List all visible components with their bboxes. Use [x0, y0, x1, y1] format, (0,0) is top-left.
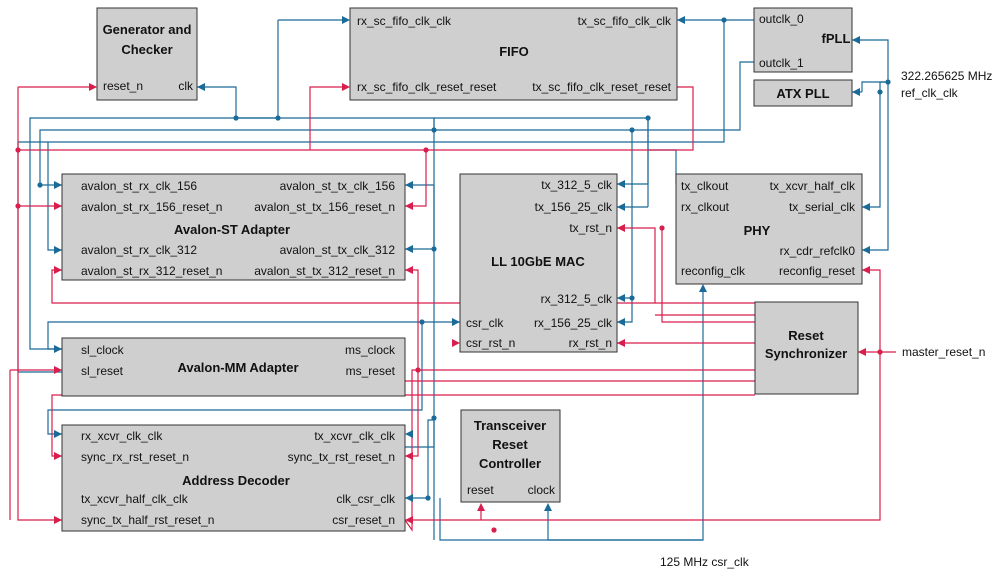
port-avalon-st-rx-312-reset-n: avalon_st_rx_312_reset_n: [81, 264, 222, 278]
port-avalon-st-tx-clk-156: avalon_st_tx_clk_156: [280, 179, 396, 193]
port-outclk-0: outclk_0: [759, 12, 804, 26]
port-csr-clk: csr_clk: [466, 316, 504, 330]
fifo-title: FIFO: [499, 44, 529, 59]
port-csr-rst-n: csr_rst_n: [466, 336, 515, 350]
fpll-title: fPLL: [822, 31, 851, 46]
port-avalon-st-rx-clk-156: avalon_st_rx_clk_156: [81, 179, 197, 193]
port-avalon-st-rx-clk-312: avalon_st_rx_clk_312: [81, 243, 197, 257]
port-tx-xcvr-half-clk-clk: tx_xcvr_half_clk_clk: [81, 492, 189, 506]
ref-clock-name: ref_clk_clk: [901, 86, 959, 100]
port-clk: clk: [178, 79, 194, 93]
port-tx-clkout: tx_clkout: [681, 179, 729, 193]
port-rx-sc-fifo-clk: rx_sc_fifo_clk_clk: [357, 14, 452, 28]
xcvr-rst-ctrl-title-3: Controller: [479, 456, 541, 471]
port-avalon-st-rx-156-reset-n: avalon_st_rx_156_reset_n: [81, 200, 222, 214]
port-sl-reset: sl_reset: [81, 364, 124, 378]
transceiver-reset-controller-block: Transceiver Reset Controller reset clock: [460, 409, 561, 503]
reset-synchronizer-title-2: Synchronizer: [765, 346, 847, 361]
port-sync-rx-rst-reset-n: sync_rx_rst_reset_n: [81, 450, 189, 464]
csr-clock-label: 125 MHz csr_clk: [660, 555, 750, 569]
address-decoder-block: rx_xcvr_clk_clk tx_xcvr_clk_clk sync_rx_…: [61, 424, 406, 532]
port-tx-sc-fifo-reset: tx_sc_fifo_clk_reset_reset: [532, 80, 671, 94]
clock-arrowheads: [54, 16, 870, 511]
atx-pll-title: ATX PLL: [776, 86, 829, 101]
avalon-mm-adapter-title: Avalon-MM Adapter: [177, 360, 298, 375]
port-avalon-st-tx-312-reset-n: avalon_st_tx_312_reset_n: [254, 264, 395, 278]
port-csr-reset-n: csr_reset_n: [332, 513, 395, 527]
port-tx-xcvr-half-clk: tx_xcvr_half_clk: [770, 179, 856, 193]
master-reset-label: master_reset_n: [902, 345, 985, 359]
xcvr-rst-ctrl-title-1: Transceiver: [474, 418, 546, 433]
port-tx-serial-clk: tx_serial_clk: [789, 200, 856, 214]
port-reset: reset: [467, 483, 494, 497]
port-rx-xcvr-clk-clk: rx_xcvr_clk_clk: [81, 429, 163, 443]
mac-title: LL 10GbE MAC: [491, 254, 585, 269]
port-tx-xcvr-clk-clk: tx_xcvr_clk_clk: [314, 429, 396, 443]
port-clock: clock: [528, 483, 556, 497]
fifo-block: FIFO rx_sc_fifo_clk_clk tx_sc_fifo_clk_c…: [349, 7, 678, 101]
reset-synchronizer-title-1: Reset: [788, 328, 824, 343]
atx-pll-block: ATX PLL: [753, 79, 853, 107]
avalon-st-adapter-block: avalon_st_rx_clk_156 avalon_st_tx_clk_15…: [61, 173, 406, 281]
port-avalon-st-tx-clk-312: avalon_st_tx_clk_312: [280, 243, 396, 257]
port-avalon-st-tx-156-reset-n: avalon_st_tx_156_reset_n: [254, 200, 395, 214]
reset-synchronizer-block: Reset Synchronizer: [754, 301, 859, 395]
generator-checker-title-1: Generator and: [103, 22, 192, 37]
port-ms-clock: ms_clock: [345, 343, 396, 357]
fpll-block: outclk_0 fPLL outclk_1: [753, 7, 853, 73]
port-rx-cdr-refclk0: rx_cdr_refclk0: [780, 244, 856, 258]
port-reset-n: reset_n: [103, 79, 143, 93]
ll-10gbe-mac-block: tx_312_5_clk tx_156_25_clk tx_rst_n LL 1…: [459, 173, 618, 353]
port-ms-reset: ms_reset: [346, 364, 396, 378]
port-rx-312-5-clk: rx_312_5_clk: [541, 292, 613, 306]
port-outclk-1: outclk_1: [759, 56, 804, 70]
port-sync-tx-half-rst-reset-n: sync_tx_half_rst_reset_n: [81, 513, 214, 527]
port-rx-clkout: rx_clkout: [681, 200, 730, 214]
generator-checker-block: Generator and Checker reset_n clk: [96, 7, 198, 101]
avalon-st-adapter-title: Avalon-ST Adapter: [174, 222, 290, 237]
port-tx-rst-n: tx_rst_n: [569, 221, 612, 235]
port-tx-156-25-clk: tx_156_25_clk: [535, 200, 613, 214]
xcvr-rst-ctrl-title-2: Reset: [492, 437, 528, 452]
ref-clock-frequency: 322.265625 MHz: [901, 69, 992, 83]
avalon-mm-adapter-block: sl_clock ms_clock Avalon-MM Adapter sl_r…: [61, 337, 406, 397]
port-sl-clock: sl_clock: [81, 343, 125, 357]
port-rx-156-25-clk: rx_156_25_clk: [534, 316, 613, 330]
port-reconfig-reset: reconfig_reset: [779, 264, 856, 278]
port-sync-tx-rst-reset-n: sync_tx_rst_reset_n: [288, 450, 395, 464]
phy-block: tx_clkout tx_xcvr_half_clk rx_clkout tx_…: [675, 173, 863, 285]
port-tx-312-5-clk: tx_312_5_clk: [541, 178, 613, 192]
port-clk-csr-clk: clk_csr_clk: [336, 492, 396, 506]
reset-arrowheads: [54, 83, 870, 524]
port-reconfig-clk: reconfig_clk: [681, 264, 746, 278]
phy-title: PHY: [744, 223, 771, 238]
junction-dots: [15, 17, 891, 533]
port-rx-rst-n: rx_rst_n: [569, 336, 612, 350]
address-decoder-title: Address Decoder: [182, 473, 290, 488]
generator-checker-title-2: Checker: [121, 42, 172, 57]
port-rx-sc-fifo-reset: rx_sc_fifo_clk_reset_reset: [357, 80, 497, 94]
port-tx-sc-fifo-clk: tx_sc_fifo_clk_clk: [578, 14, 672, 28]
